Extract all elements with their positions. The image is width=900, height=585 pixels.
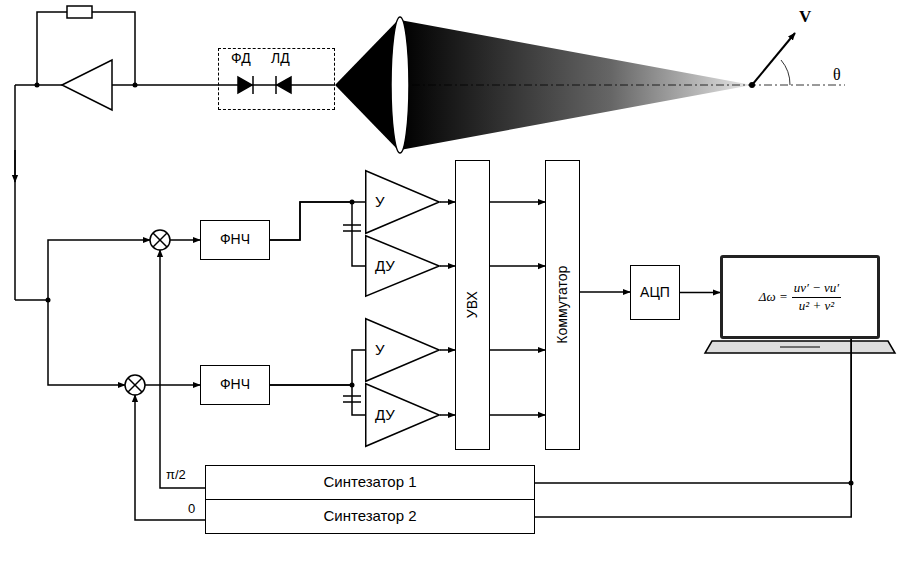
phase-label: 0: [188, 502, 195, 516]
signal-wire: [440, 265, 455, 267]
signal-wire: [270, 385, 365, 415]
fraction: uv′ − vu′u² + v²: [792, 280, 842, 314]
node-text: У: [375, 194, 385, 211]
node-text: ФД: [231, 51, 251, 66]
synthesizer-box: Синтезатор 1: [205, 465, 535, 500]
diff-amplifier: ДУ: [365, 383, 440, 447]
lowpass-filter: ФНЧ: [200, 365, 270, 405]
signal-wire: [440, 414, 455, 416]
node-text: ЛД: [271, 51, 290, 66]
diff-amplifier: ДУ: [365, 235, 440, 297]
node-text: uv′ − vu′: [792, 280, 842, 297]
node-text: Δω =: [759, 290, 788, 304]
node-text: ДУ: [375, 258, 395, 275]
sample-hold-box: УВХ: [455, 160, 490, 450]
synthesizer-box: Синтезатор 2: [205, 499, 535, 534]
signal-wire: [270, 202, 365, 240]
node-text: АЦП: [640, 285, 670, 300]
optical-head: ФД ЛД: [218, 48, 335, 110]
adc-box: АЦП: [630, 265, 680, 320]
signal-wire: [270, 202, 365, 266]
switch-box: Коммутатор: [545, 160, 580, 450]
signal-wire: [270, 350, 365, 385]
signal-wire: [490, 265, 545, 267]
node-text: УВХ: [465, 292, 480, 319]
node-text: Синтезатор 1: [324, 474, 417, 491]
signal-wire: [580, 291, 630, 293]
node-text: ФНЧ: [220, 377, 250, 392]
angle-label: θ: [833, 66, 841, 84]
node-text: У: [375, 342, 385, 359]
node-text: u² + v²: [797, 298, 836, 314]
signal-wire: [440, 201, 455, 203]
signal-wire: [440, 349, 455, 351]
velocity-label: V: [799, 8, 811, 27]
signal-wire: [490, 414, 545, 416]
lowpass-filter: ФНЧ: [200, 220, 270, 260]
signal-wire: [490, 201, 545, 203]
node-text: Коммутатор: [555, 266, 570, 344]
node-text: ФНЧ: [220, 232, 250, 247]
amplifier: У: [365, 318, 440, 382]
node-text: Синтезатор 2: [324, 508, 417, 525]
signal-wire: [535, 339, 851, 483]
laptop-screen: Δω = uv′ − vu′u² + v²: [720, 255, 880, 339]
node-text: ДУ: [375, 407, 395, 424]
signal-wire: [680, 292, 720, 294]
signal-wire: [535, 339, 851, 517]
amplifier: У: [365, 170, 440, 234]
phase-label: π/2: [166, 468, 186, 482]
signal-wire: [490, 349, 545, 351]
